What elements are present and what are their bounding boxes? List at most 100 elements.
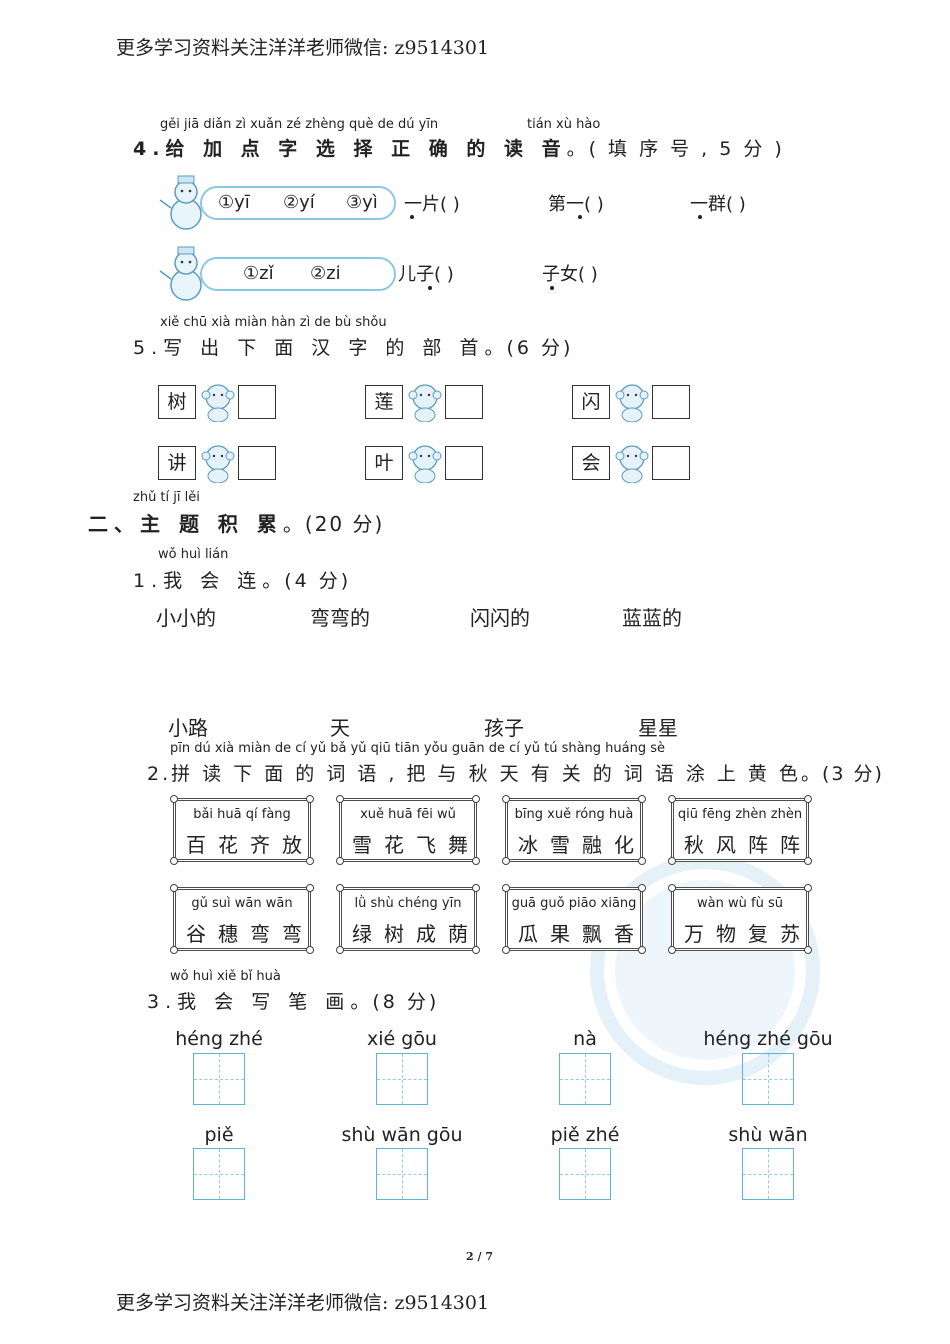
s2q2-text: 拼 读 下 面 的 词 语 , 把 与 秋 天 有 关 的 词 语 涂 上 黄 … bbox=[171, 763, 801, 785]
q5-answer-box[interactable] bbox=[445, 385, 483, 419]
writing-grid[interactable] bbox=[376, 1148, 428, 1200]
writing-grid[interactable] bbox=[193, 1148, 245, 1200]
q4-tail: 。( 填 序 号 , 5 分 ) bbox=[566, 138, 785, 160]
card-corner-ornament bbox=[306, 857, 314, 865]
s2q3-number: 3. bbox=[147, 991, 178, 1013]
card-corner-ornament bbox=[306, 795, 314, 803]
card-corner-ornament bbox=[804, 946, 812, 954]
q5-answer-box[interactable] bbox=[652, 385, 690, 419]
writing-grid[interactable] bbox=[742, 1053, 794, 1105]
footer-watermark-text: 更多学习资料关注洋洋老师微信: z9514301 bbox=[116, 1292, 490, 1314]
writing-grid[interactable] bbox=[559, 1053, 611, 1105]
word-card-pinyin: wàn wù fù sū bbox=[697, 896, 783, 911]
card-corner-ornament bbox=[170, 884, 178, 892]
s2q3-tail: 。(8 分) bbox=[350, 991, 440, 1013]
monkey-icon bbox=[408, 384, 442, 422]
monkey-icon bbox=[615, 384, 649, 422]
s2q1-pinyin: wǒ huì lián bbox=[158, 547, 229, 562]
match-word-top[interactable]: 小小的 bbox=[156, 606, 216, 630]
s2q2-number: 2. bbox=[147, 763, 172, 785]
word-card-pinyin: guā guǒ piāo xiāng bbox=[511, 896, 637, 911]
s2q1-text: 我 会 连 bbox=[163, 570, 263, 592]
q4-option-3: ③yì bbox=[346, 192, 378, 213]
stroke-name: shù wān bbox=[728, 1124, 808, 1146]
writing-grid[interactable] bbox=[376, 1053, 428, 1105]
card-corner-ornament bbox=[638, 857, 646, 865]
s2q3-pinyin: wǒ huì xiě bǐ huà bbox=[170, 969, 281, 984]
card-corner-ornament bbox=[804, 884, 812, 892]
q5-char-box: 闪 bbox=[572, 385, 610, 419]
card-corner-ornament bbox=[502, 946, 510, 954]
stroke-name: piě zhé bbox=[550, 1124, 620, 1146]
q4-item-yipian: 一片( ) bbox=[404, 194, 460, 215]
word-card[interactable]: bīng xuě róng huà 冰雪融化 bbox=[502, 795, 646, 865]
q4-option-2: ②yí bbox=[283, 192, 315, 213]
q5-answer-box[interactable] bbox=[652, 446, 690, 480]
card-corner-ornament bbox=[170, 795, 178, 803]
card-corner-ornament bbox=[502, 795, 510, 803]
s2q2-title: 2.拼 读 下 面 的 词 语 , 把 与 秋 天 有 关 的 词 语 涂 上 … bbox=[147, 759, 884, 786]
word-card[interactable]: gǔ suì wān wān 谷穗弯弯 bbox=[170, 884, 314, 954]
monkey-icon bbox=[408, 445, 442, 483]
q5-pinyin: xiě chū xià miàn hàn zì de bù shǒu bbox=[160, 315, 387, 330]
word-card[interactable]: lǜ shù chéng yīn 绿树成荫 bbox=[336, 884, 480, 954]
match-word-bottom[interactable]: 天 bbox=[330, 716, 350, 740]
word-card[interactable]: xuě huā fēi wǔ 雪花飞舞 bbox=[336, 795, 480, 865]
card-corner-ornament bbox=[502, 884, 510, 892]
word-card[interactable]: qiū fēng zhèn zhèn 秋风阵阵 bbox=[668, 795, 812, 865]
word-card-pinyin: gǔ suì wān wān bbox=[191, 896, 293, 911]
emphasis-dot bbox=[578, 215, 582, 219]
writing-grid[interactable] bbox=[193, 1053, 245, 1105]
q5-char-box: 莲 bbox=[365, 385, 403, 419]
card-corner-ornament bbox=[668, 857, 676, 865]
word-card[interactable]: wàn wù fù sū 万物复苏 bbox=[668, 884, 812, 954]
q4-number: 4. bbox=[133, 138, 166, 160]
card-corner-ornament bbox=[336, 884, 344, 892]
q5-answer-box[interactable] bbox=[238, 385, 276, 419]
word-card-hanzi: 谷穗弯弯 bbox=[186, 922, 314, 946]
s2q2-tail: 。(3 分) bbox=[800, 763, 884, 785]
card-corner-ornament bbox=[638, 946, 646, 954]
q4-text: 给 加 点 字 选 择 正 确 的 读 音 bbox=[165, 138, 567, 160]
stroke-name: xié gōu bbox=[367, 1028, 437, 1050]
section2-pinyin: zhǔ tí jī lěi bbox=[133, 490, 200, 505]
card-corner-ornament bbox=[804, 795, 812, 803]
q5-char-box: 叶 bbox=[365, 446, 403, 480]
q4-option-zi0: ②zi bbox=[310, 263, 341, 284]
writing-grid[interactable] bbox=[559, 1148, 611, 1200]
match-word-top[interactable]: 闪闪的 bbox=[470, 606, 530, 630]
q4-item-zinv: 子女( ) bbox=[542, 264, 598, 285]
word-card-pinyin: lǜ shù chéng yīn bbox=[354, 896, 462, 911]
card-corner-ornament bbox=[472, 884, 480, 892]
section2-title-text: 二、主 题 积 累 bbox=[88, 512, 283, 536]
match-word-top[interactable]: 弯弯的 bbox=[310, 606, 370, 630]
s2q1-tail: 。(4 分) bbox=[262, 570, 352, 592]
card-corner-ornament bbox=[336, 857, 344, 865]
match-word-bottom[interactable]: 星星 bbox=[638, 716, 678, 740]
word-card[interactable]: guā guǒ piāo xiāng 瓜果飘香 bbox=[502, 884, 646, 954]
snowman-icon bbox=[159, 246, 213, 301]
monkey-icon bbox=[201, 445, 235, 483]
q5-answer-box[interactable] bbox=[238, 446, 276, 480]
q5-answer-box[interactable] bbox=[445, 446, 483, 480]
q5-text: 写 出 下 面 汉 字 的 部 首 bbox=[163, 337, 485, 359]
s2q2-pinyin: pīn dú xià miàn de cí yǔ bǎ yǔ qiū tiān … bbox=[170, 741, 666, 756]
q5-char-box: 树 bbox=[158, 385, 196, 419]
word-card-hanzi: 雪花飞舞 bbox=[352, 833, 480, 857]
stroke-name: héng zhé gōu bbox=[703, 1028, 833, 1050]
q5-tail: 。(6 分) bbox=[484, 337, 574, 359]
card-corner-ornament bbox=[472, 946, 480, 954]
match-word-bottom[interactable]: 小路 bbox=[168, 716, 208, 740]
word-card-pinyin: bīng xuě róng huà bbox=[514, 807, 634, 822]
match-word-top[interactable]: 蓝蓝的 bbox=[622, 606, 682, 630]
word-card-pinyin: qiū fēng zhèn zhèn bbox=[677, 807, 803, 822]
card-corner-ornament bbox=[638, 795, 646, 803]
stroke-name: héng zhé bbox=[175, 1028, 263, 1050]
match-word-bottom[interactable]: 孩子 bbox=[484, 716, 524, 740]
writing-grid[interactable] bbox=[742, 1148, 794, 1200]
word-card[interactable]: bǎi huā qí fàng 百花齐放 bbox=[170, 795, 314, 865]
q4-item-diyi: 第一( ) bbox=[548, 194, 604, 215]
monkey-icon bbox=[615, 445, 649, 483]
card-corner-ornament bbox=[502, 857, 510, 865]
card-corner-ornament bbox=[336, 795, 344, 803]
